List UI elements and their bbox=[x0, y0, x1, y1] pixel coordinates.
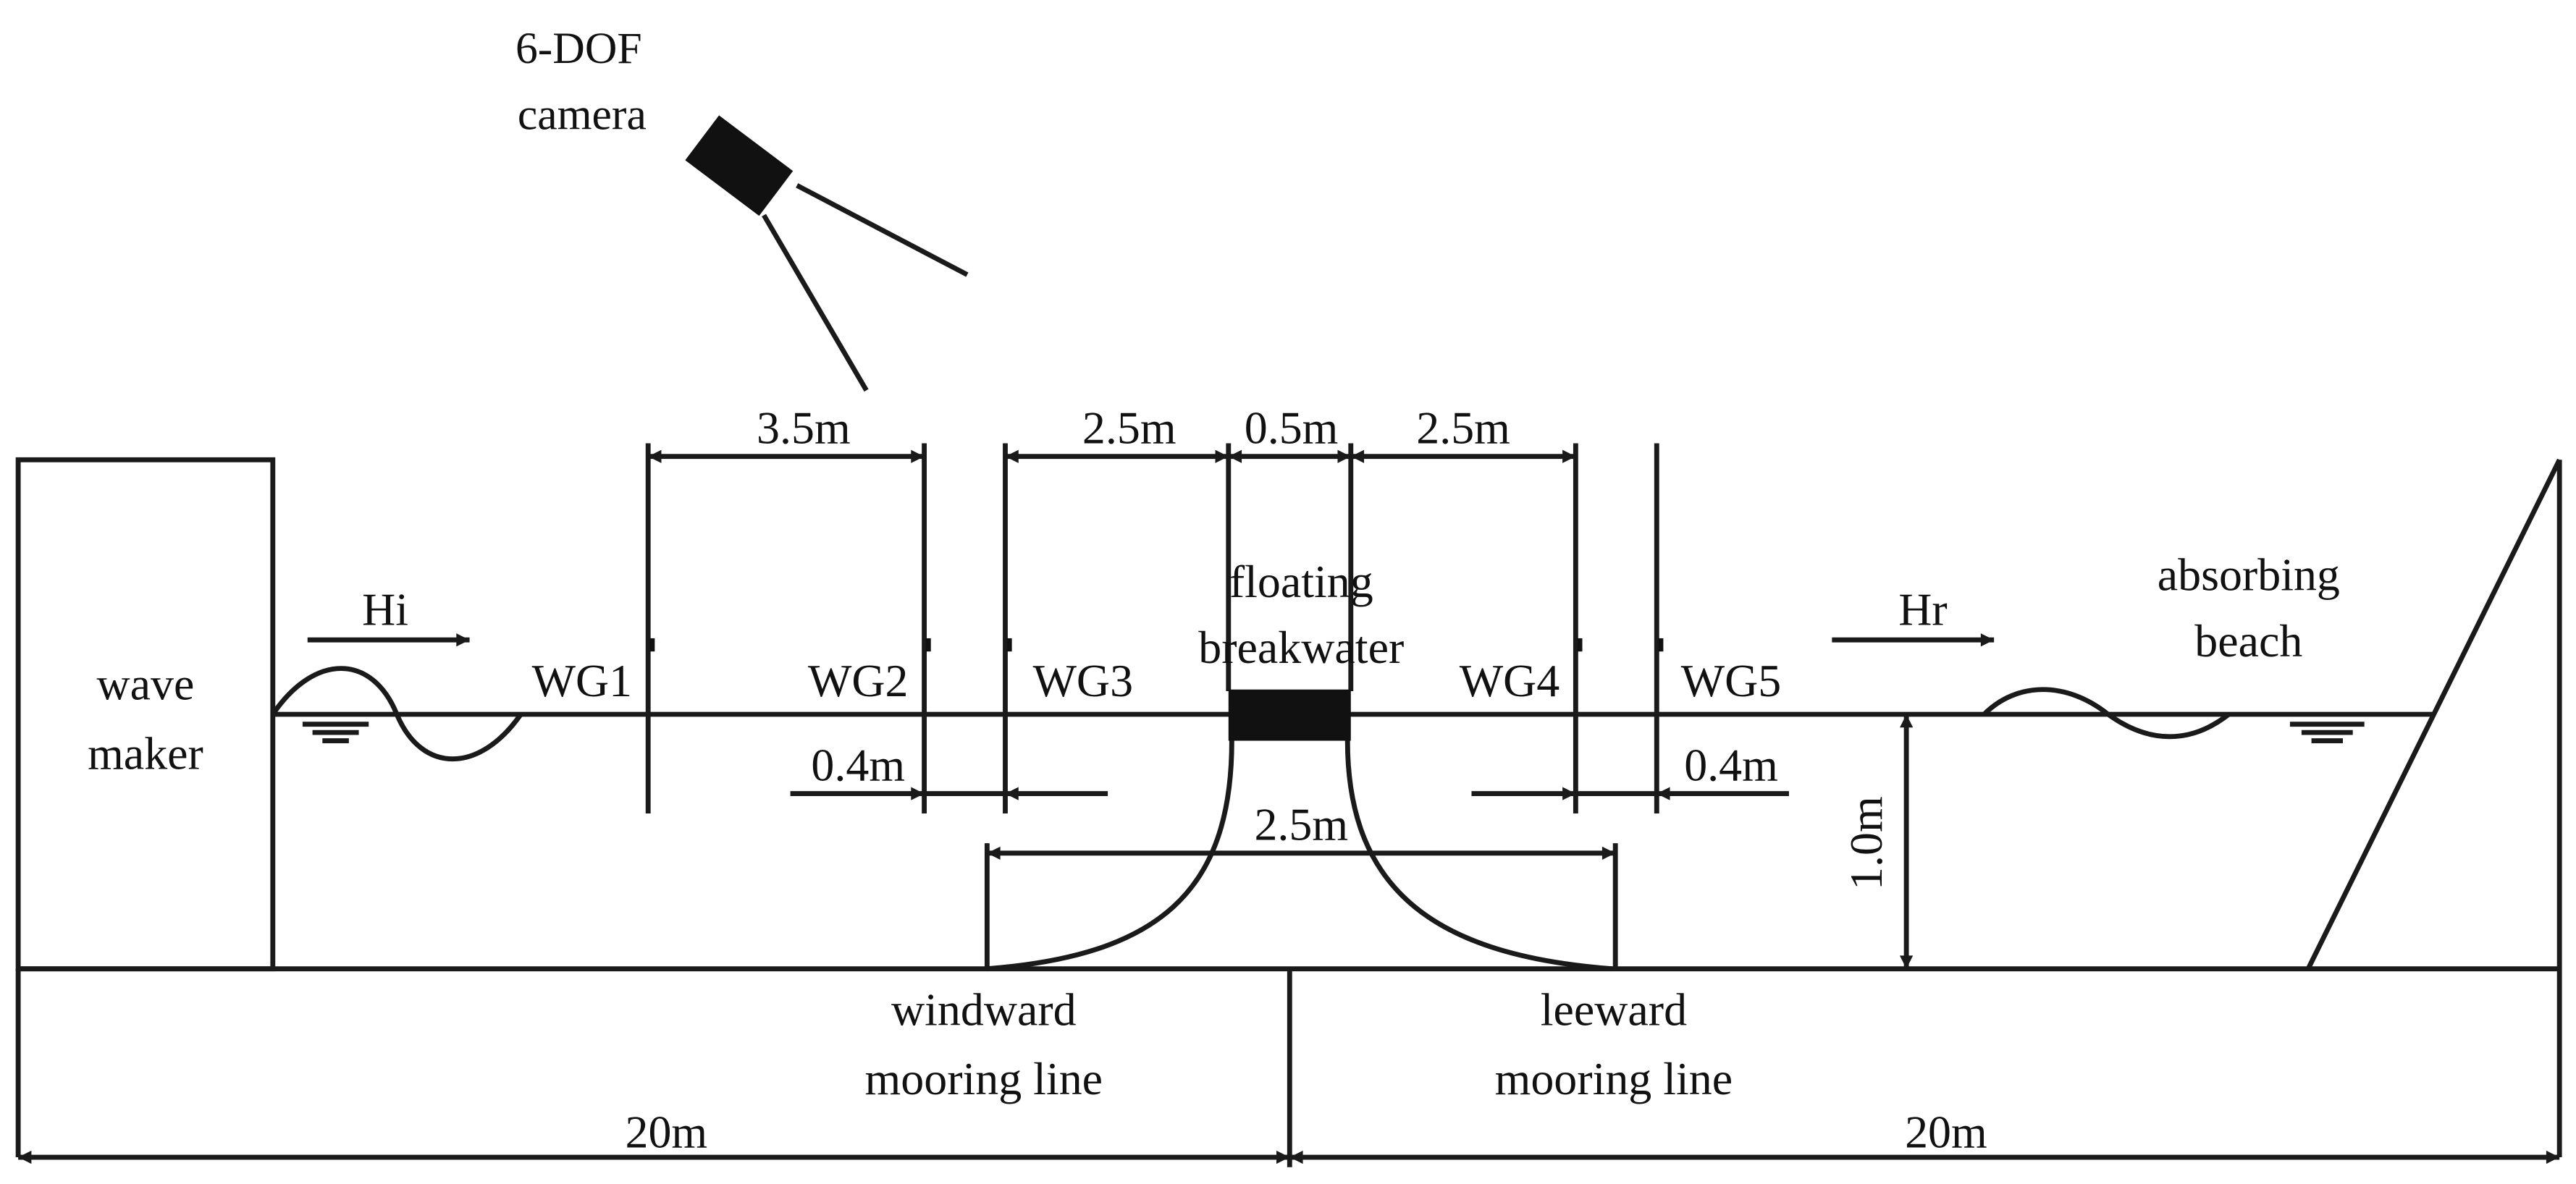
dim-depth-label: 1.0m bbox=[1840, 796, 1892, 890]
wave-gauge-label-wg1: WG1 bbox=[532, 655, 633, 706]
wave-gauge-wg2 bbox=[922, 443, 931, 814]
breakwater-label-line1: floating bbox=[1229, 556, 1373, 607]
wave-gauge-wg3 bbox=[1003, 443, 1012, 814]
leeward-mooring-line bbox=[1344, 740, 1612, 972]
reflected-wave bbox=[1982, 687, 2231, 740]
reflected-wave-label: Hr bbox=[1898, 584, 1947, 635]
wave-maker-box bbox=[15, 457, 276, 972]
dim-mooring-span-label: 2.5m bbox=[1254, 799, 1348, 850]
water-level-symbol-right bbox=[2289, 722, 2365, 743]
wave-gauge-wg4 bbox=[1573, 443, 1583, 814]
dim-right-length-label: 20m bbox=[1905, 1106, 1987, 1157]
wave-gauge-wg5 bbox=[1654, 443, 1664, 814]
windward-mooring-label-line2: mooring line bbox=[865, 1053, 1103, 1104]
camera-label-line2: camera bbox=[518, 90, 647, 140]
wave-gauge-label-wg4: WG4 bbox=[1460, 655, 1560, 706]
dim-wg3-bw-label: 2.5m bbox=[1082, 402, 1177, 453]
absorbing-beach-slope bbox=[2305, 458, 2562, 971]
windward-mooring-line bbox=[987, 740, 1234, 972]
dim-left-length-label: 20m bbox=[625, 1106, 707, 1157]
breakwater-label-line2: breakwater bbox=[1198, 622, 1404, 673]
water-level-symbol-left bbox=[302, 722, 369, 743]
leeward-mooring-label-line1: leeward bbox=[1541, 984, 1687, 1035]
dim-wg4-wg5-label: 0.4m bbox=[1684, 739, 1778, 790]
incident-wave bbox=[270, 666, 523, 761]
windward-mooring-label-line1: windward bbox=[891, 984, 1077, 1035]
leeward-mooring-label-line2: mooring line bbox=[1495, 1053, 1733, 1104]
incident-wave-label: Hi bbox=[362, 584, 408, 635]
beach-label-line1: absorbing bbox=[2158, 549, 2340, 601]
dim-wg2-wg3-label: 0.4m bbox=[811, 739, 905, 790]
wave-gauge-label-wg2: WG2 bbox=[808, 655, 908, 706]
camera-label-line1: 6-DOF bbox=[515, 24, 642, 73]
wave-maker-label-line2: maker bbox=[88, 727, 203, 779]
wave-maker-label-line1: wave bbox=[97, 658, 195, 709]
floating-breakwater bbox=[1228, 689, 1351, 741]
camera-view-line-left bbox=[762, 213, 869, 392]
beach-label-line2: beach bbox=[2194, 615, 2302, 667]
wave-gauge-label-wg3: WG3 bbox=[1033, 655, 1134, 706]
camera bbox=[685, 115, 969, 392]
wave-gauge-wg1 bbox=[645, 443, 655, 814]
wave-gauge-label-wg5: WG5 bbox=[1681, 655, 1782, 706]
dim-wg1-wg2-label: 3.5m bbox=[757, 402, 851, 453]
dim-bw-wg4-label: 2.5m bbox=[1416, 402, 1510, 453]
camera-body-icon bbox=[685, 115, 794, 216]
camera-view-line-right bbox=[796, 183, 969, 277]
dim-bw-width-label: 0.5m bbox=[1245, 402, 1339, 453]
